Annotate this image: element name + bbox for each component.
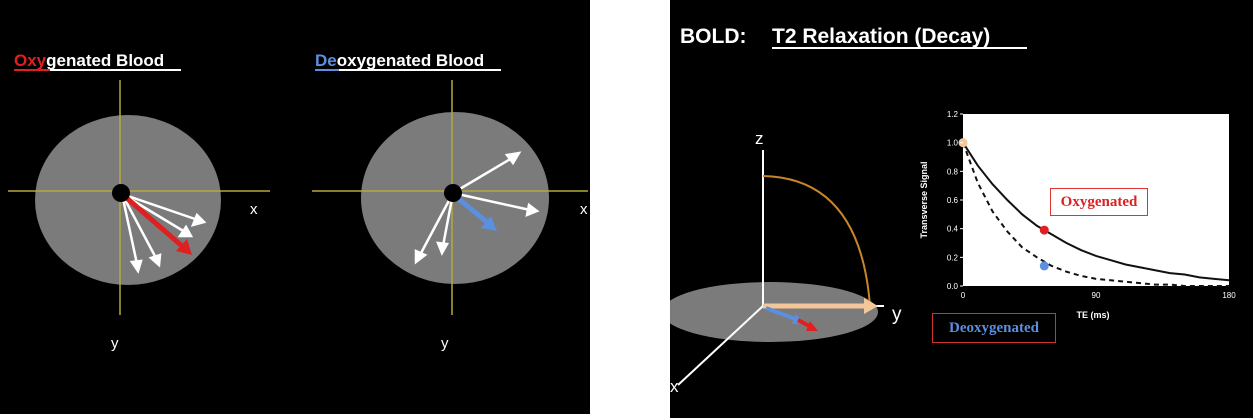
y-tick-label-4: 0.8 (947, 167, 959, 176)
series-line-1 (962, 142, 1229, 287)
legend-deoxy-label: Deoxygenated (949, 320, 1039, 336)
oxy-x-label: x (250, 201, 258, 218)
oxygenated-diagram: Oxygenated Blood x y (8, 51, 270, 352)
y-tick-label-6: 1.2 (947, 110, 959, 119)
legend-oxy-label: Oxygenated (1060, 194, 1138, 210)
y-tick-label-2: 0.4 (947, 225, 959, 234)
spin-diagrams: Oxygenated Blood x y Deoxygenated Blood (8, 51, 588, 352)
y-tick-label-0: 0.0 (947, 282, 959, 291)
x-label: x (670, 377, 679, 396)
z-label: z (755, 129, 764, 148)
oxy-title: Oxygenated Blood (14, 51, 164, 70)
bold-title-prefix: BOLD: (680, 25, 747, 48)
chart-x-label: TE (ms) (1076, 310, 1109, 320)
legend-oxy-box: Oxygenated (1050, 188, 1148, 216)
x-tick-label-1: 90 (1092, 291, 1101, 300)
y-label: y (892, 304, 902, 325)
deoxy-nucleus (444, 184, 462, 202)
y-tick-labels: 0.0 0.2 0.4 0.6 0.8 1.0 1.2 (947, 110, 963, 291)
deoxygenated-diagram: Deoxygenated Blood x y (312, 51, 588, 352)
y-tick-label-5: 1.0 (947, 139, 959, 148)
t2-decay-arc (762, 175, 871, 307)
oxy-net-vector-head (176, 239, 192, 255)
chart-marker-1 (1039, 225, 1049, 235)
deoxy-title: Deoxygenated Blood (315, 51, 484, 70)
deoxy-net-vector (452, 193, 490, 225)
magnetization-vector-head (864, 298, 878, 314)
legend-deoxy-box: Deoxygenated (932, 313, 1056, 343)
oxy-net-vector (120, 192, 184, 248)
x-tick-label-2: 180 (1222, 291, 1236, 300)
y-tick-label-3: 0.6 (947, 196, 959, 205)
deoxy-net-vector-head (481, 216, 497, 231)
x-tick-labels: 0 90 180 (961, 291, 1236, 300)
oxy-nucleus (112, 184, 130, 202)
chart-y-label: Transverse Signal (919, 161, 929, 238)
y-tick-label-1: 0.2 (947, 253, 959, 262)
series-line-0 (962, 142, 1230, 282)
x-axis (677, 305, 764, 386)
t2-3d-diagram: BOLD: T2 Relaxation (Decay) z y x (670, 25, 1027, 396)
oxy-y-label: y (111, 335, 119, 352)
oxy-vector-head (806, 321, 818, 331)
deoxy-y-label: y (441, 335, 449, 352)
right-slide: BOLD: T2 Relaxation (Decay) z y x 0.0 0.2… (670, 0, 1253, 418)
left-slide: Oxygenated Blood x y Deoxygenated Blood (0, 0, 590, 414)
deoxy-spin-arrows (414, 151, 540, 265)
x-tick-label-0: 0 (961, 291, 966, 300)
chart-marker-2 (1039, 261, 1049, 271)
deoxy-x-label: x (580, 201, 588, 218)
bold-title: T2 Relaxation (Decay) (772, 25, 990, 48)
deoxy-vector (765, 306, 799, 322)
